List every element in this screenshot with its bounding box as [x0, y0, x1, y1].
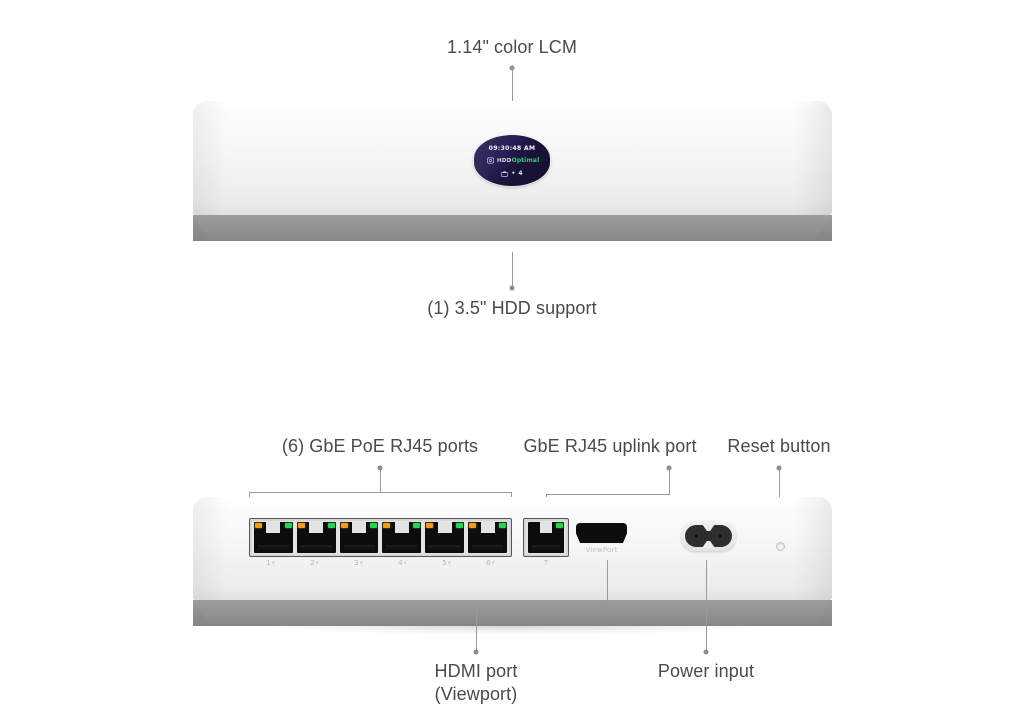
callout-hdmi-leader-v2 [476, 602, 477, 652]
power-pin-left [695, 534, 698, 538]
callout-hdmi-dot [473, 649, 479, 655]
led-amber [255, 523, 262, 528]
port-label-6: 6⚡ [469, 559, 513, 567]
port-number: 1 [266, 559, 271, 567]
power-notch-bottom [702, 541, 715, 548]
port-label-1: 1⚡ [249, 559, 293, 567]
lcm-storage-left: HDD [487, 157, 512, 164]
device-rear-shadow [170, 625, 855, 651]
power-pin-right [719, 534, 722, 538]
device-rear-base [193, 600, 832, 626]
rj45-port-4[interactable] [380, 521, 424, 554]
port-label-3: 3⚡ [337, 559, 381, 567]
callout-hdd-support: (1) 3.5" HDD support [427, 298, 597, 318]
port-number: 5 [442, 559, 447, 567]
callout-uplink-leader-v1 [669, 468, 670, 494]
rj45-port-1[interactable] [252, 521, 295, 554]
reset-button[interactable] [776, 542, 785, 551]
rj45-port-5[interactable] [423, 521, 467, 554]
poe-bolt-icon: ⚡ [314, 559, 320, 567]
lcm-time: 09:30:48 AM [488, 145, 536, 152]
device-rear: 1⚡ 2⚡ 3⚡ 4⚡ 5⚡ 6⚡ [170, 497, 855, 651]
poe-bolt-icon: ⚡ [446, 559, 452, 567]
led-green [327, 523, 335, 528]
callout-hdmi-leader-h [476, 602, 608, 603]
lcm-gloss [474, 135, 550, 186]
lcm-storage-status: Optimal [511, 157, 540, 164]
lcm-storage-label: HDD [497, 157, 512, 164]
led-amber [383, 523, 391, 528]
power-input-port[interactable] [681, 521, 736, 551]
callout-uplink-leader-h [546, 494, 670, 495]
lcm-camera-separator: • [511, 170, 516, 177]
poe-port-block [249, 518, 512, 557]
port-label-5: 5⚡ [425, 559, 469, 567]
led-green [556, 523, 563, 528]
led-amber [340, 523, 348, 528]
lcm-storage-row: HDD Optimal [487, 157, 539, 164]
poe-bolt-icon: ⚡ [270, 559, 276, 567]
poe-bolt-icon: ⚡ [490, 559, 496, 567]
rj45-port-2[interactable] [294, 521, 338, 554]
rj45-port-6[interactable] [466, 521, 509, 554]
port-label-4: 4⚡ [381, 559, 425, 567]
callout-power-input: Power input [657, 661, 755, 681]
lcm-camera-count: 4 [518, 170, 523, 177]
callout-power-leader [706, 560, 707, 652]
uplink-port-block[interactable] [523, 518, 569, 557]
port-number: 7 [543, 559, 549, 567]
led-green [413, 523, 421, 528]
port-number: 6 [486, 559, 491, 567]
callout-power-dot [703, 649, 709, 655]
hdmi-viewport-label: ViewPort [585, 546, 618, 554]
led-amber [297, 523, 305, 528]
callout-reset: Reset button [727, 436, 831, 456]
led-green [284, 523, 292, 528]
led-amber [426, 523, 434, 528]
rj45-port-7[interactable] [526, 521, 566, 554]
poe-bolt-icon: ⚡ [358, 559, 364, 567]
power-input-cavity [685, 525, 732, 547]
lcm-camera-row: • 4 [474, 170, 550, 177]
lcm-display[interactable]: 09:30:48 AM HDD Optimal [474, 135, 550, 186]
callout-hdd-leader [512, 252, 513, 288]
callout-hdmi-leader-v1 [607, 560, 608, 602]
device-front: 09:30:48 AM HDD Optimal [170, 101, 855, 258]
port-label-2: 2⚡ [293, 559, 337, 567]
led-green [456, 523, 464, 528]
hdd-icon [487, 157, 494, 164]
rj45-port-3[interactable] [337, 521, 381, 554]
device-front-base [193, 215, 832, 241]
led-green [370, 523, 378, 528]
callout-uplink: GbE RJ45 uplink port [523, 436, 697, 456]
hdmi-port[interactable] [576, 523, 627, 543]
device-rear-base-slab [193, 600, 832, 626]
port-number: 2 [310, 559, 315, 567]
callout-hdmi-port: HDMI port (Viewport) [434, 661, 518, 705]
power-notch-top [702, 524, 715, 531]
led-amber [469, 523, 477, 528]
callout-poe-ports: (6) GbE PoE RJ45 ports [281, 436, 479, 456]
port-number: 3 [354, 559, 359, 567]
callout-hdd-dot [509, 285, 515, 291]
port-label-7: 7 [523, 559, 569, 567]
callout-lcm: 1.14" color LCM [447, 37, 577, 57]
device-front-base-slab [193, 215, 832, 241]
poe-bolt-icon: ⚡ [402, 559, 408, 567]
port-number: 4 [398, 559, 403, 567]
callout-poe-leader [380, 468, 381, 492]
led-green [498, 523, 506, 528]
camera-icon [501, 170, 509, 177]
